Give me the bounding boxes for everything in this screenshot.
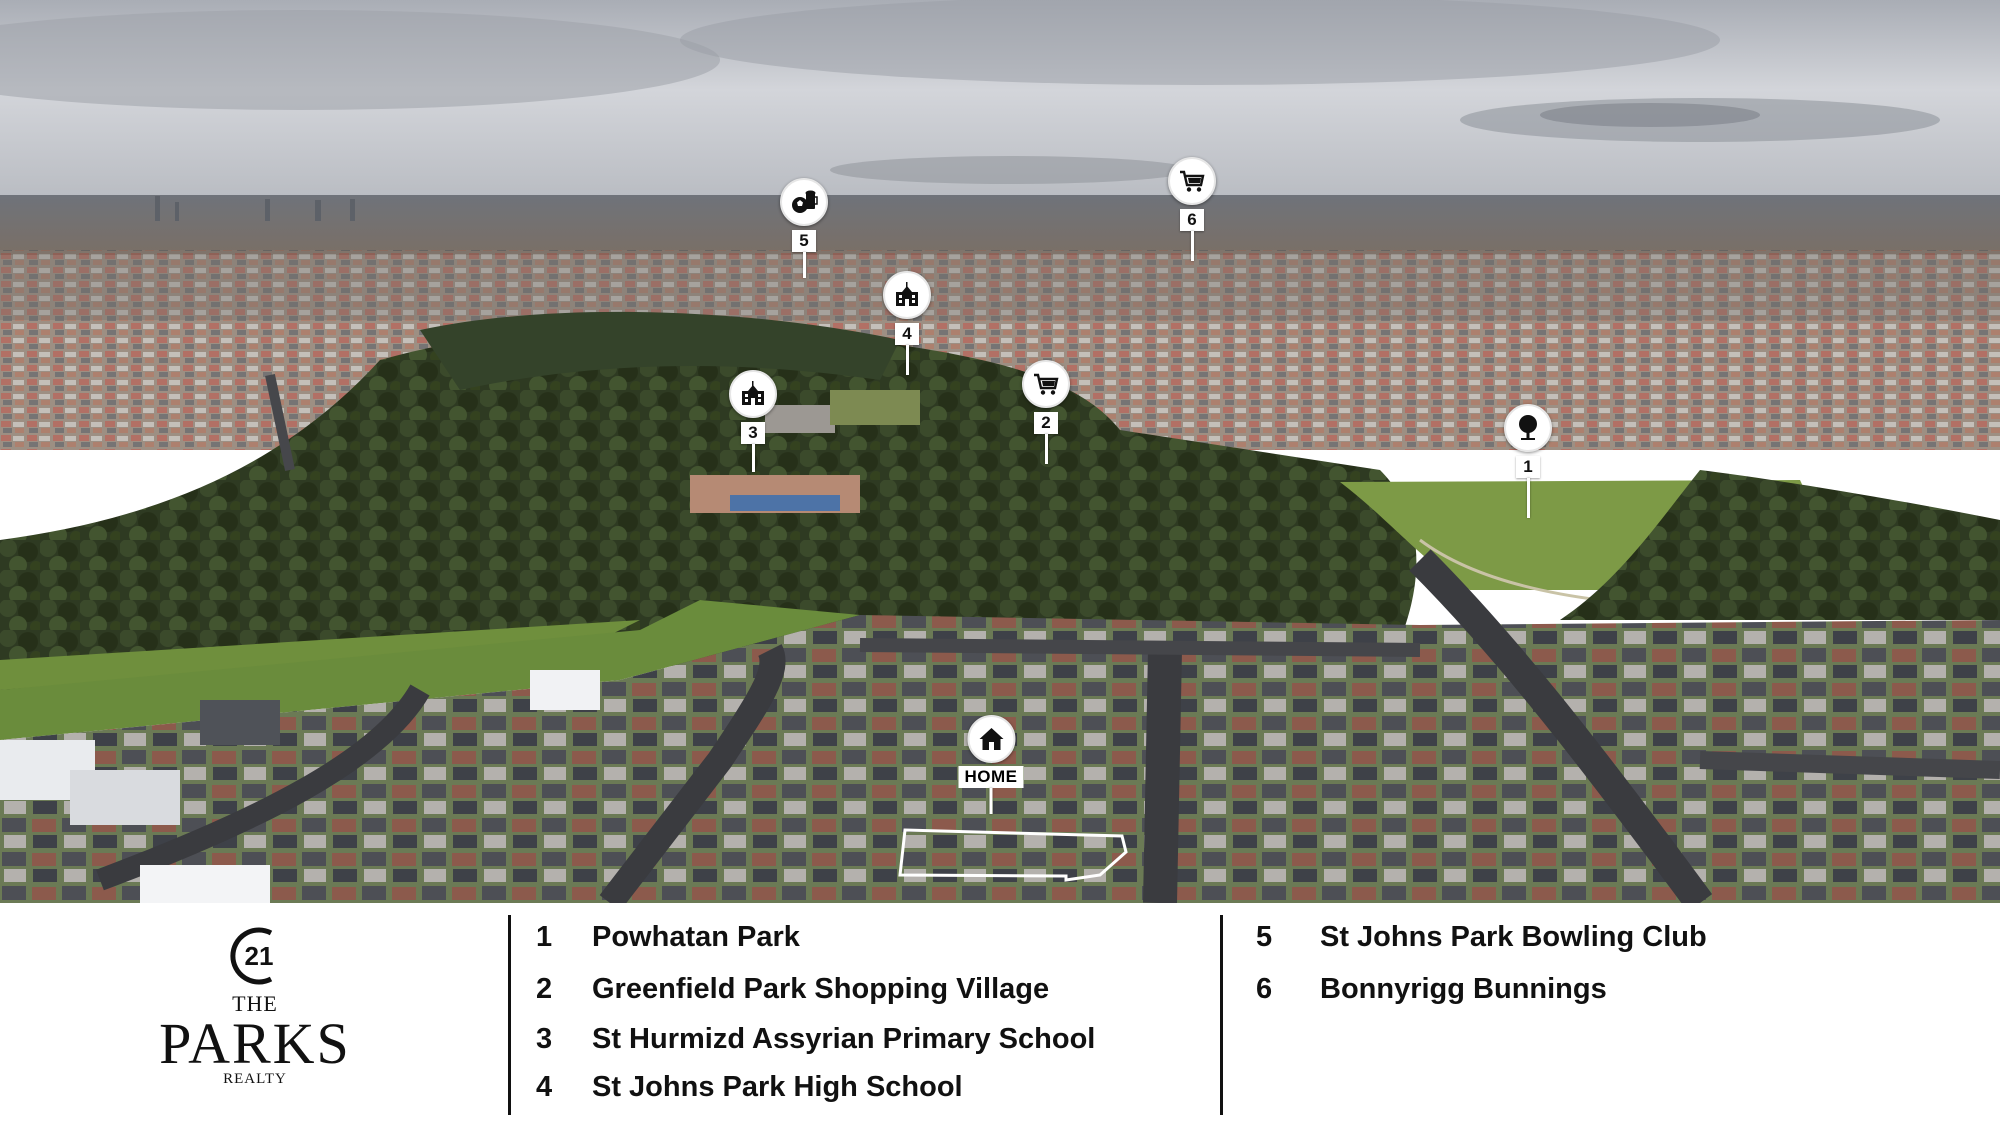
legend-number: 4 [536,1071,553,1103]
property-boundary [898,828,1128,882]
marker-stem [989,788,993,814]
legend-label: Bonnyrigg Bunnings [1320,973,1607,1005]
home-marker[interactable]: HOME [958,715,1024,814]
century21-logo-mark: 21 [230,927,274,985]
marker-3[interactable]: 3 [729,370,777,472]
marker-2[interactable]: 2 [1022,360,1070,464]
soccer-ball-beer-icon [780,178,828,226]
legend-item-5: 5 St Johns Park Bowling Club [1256,921,1707,954]
divider-left [508,915,511,1115]
shopping-cart-icon [1022,360,1070,408]
legend-number: 2 [536,973,553,1005]
logo-mark-text: 21 [245,941,274,971]
house-icon [967,715,1015,763]
brand-logo: 21 THE PARKS REALTY [130,923,380,1088]
logo-the: THE [232,991,278,1016]
marker-6[interactable]: 6 [1168,157,1216,261]
legend-item-2: 2 Greenfield Park Shopping Village [536,973,1049,1006]
marker-stem [802,252,806,278]
marker-number: 3 [741,422,765,444]
marker-number: 5 [792,230,816,252]
aerial-scene [0,0,2000,903]
legend-item-6: 6 Bonnyrigg Bunnings [1256,973,1607,1006]
marker-stem [1190,231,1194,261]
marker-number: 1 [1516,456,1540,478]
legend-label: St Hurmizd Assyrian Primary School [592,1023,1096,1055]
marker-1[interactable]: 1 [1504,404,1552,518]
logo-parks: PARKS [159,1011,351,1076]
legend-footer: 21 THE PARKS REALTY 1 Powhatan Park 2 Gr… [0,903,2000,1125]
legend-number: 6 [1256,973,1273,1005]
legend-number: 1 [536,921,553,953]
aerial-photo: 1 2 3 4 5 6 [0,0,2000,903]
marker-stem [751,444,755,472]
marker-stem [905,345,909,375]
legend-label: Greenfield Park Shopping Village [592,973,1050,1005]
marker-number: 6 [1180,209,1204,231]
legend-label: Powhatan Park [592,921,800,953]
legend-item-3: 3 St Hurmizd Assyrian Primary School [536,1023,1095,1056]
legend-number: 3 [536,1023,553,1055]
marker-4[interactable]: 4 [883,271,931,375]
marker-stem [1526,478,1530,518]
school-building-icon [883,271,931,319]
logo-realty: REALTY [223,1071,287,1087]
divider-right [1220,915,1223,1115]
marker-5[interactable]: 5 [780,178,828,278]
home-label: HOME [958,766,1024,788]
legend-item-4: 4 St Johns Park High School [536,1071,963,1104]
legend-label: St Johns Park Bowling Club [1320,921,1707,953]
marker-number: 2 [1034,412,1058,434]
legend-number: 5 [1256,921,1273,953]
legend-item-1: 1 Powhatan Park [536,921,800,954]
school-building-icon [729,370,777,418]
legend-label: St Johns Park High School [592,1071,963,1103]
tree-icon [1504,404,1552,452]
shopping-cart-icon [1168,157,1216,205]
marker-number: 4 [895,323,919,345]
marker-stem [1044,434,1048,464]
